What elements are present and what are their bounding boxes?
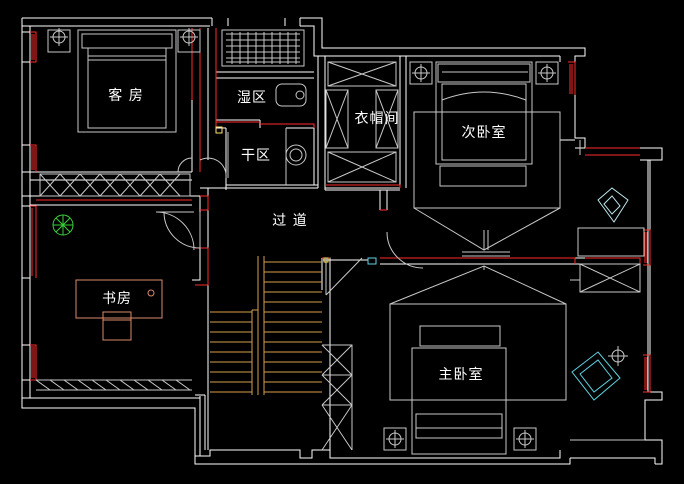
label-cloakroom: 衣帽间 — [354, 111, 400, 127]
bathroom-fixtures — [199, 29, 307, 185]
label-master-bedroom: 主卧室 — [438, 367, 484, 383]
corridor-door — [163, 211, 201, 249]
outer-walls — [21, 17, 663, 465]
label-guest-room: 客 房 — [108, 88, 144, 104]
master-armchair — [571, 351, 621, 401]
door-marker — [367, 257, 377, 265]
second-bedroom-furniture — [386, 61, 645, 269]
label-second-bedroom: 次卧室 — [461, 125, 507, 141]
stair-marker — [323, 257, 329, 263]
label-dry-zone: 干区 — [241, 148, 271, 164]
guest-room-furniture — [39, 28, 201, 197]
label-study: 书房 — [102, 291, 132, 307]
red-markings — [30, 28, 651, 393]
study-furniture — [35, 211, 195, 391]
corridor-lines — [321, 257, 363, 451]
bath-vent — [215, 126, 223, 134]
cloakroom-wardrobes — [325, 61, 399, 183]
label-wet-zone: 湿区 — [237, 90, 267, 106]
label-corridor: 过 道 — [272, 213, 308, 229]
master-bedroom-furniture — [383, 263, 645, 455]
lounge-chair — [597, 187, 629, 223]
stairs — [210, 256, 322, 395]
plant — [52, 214, 74, 236]
